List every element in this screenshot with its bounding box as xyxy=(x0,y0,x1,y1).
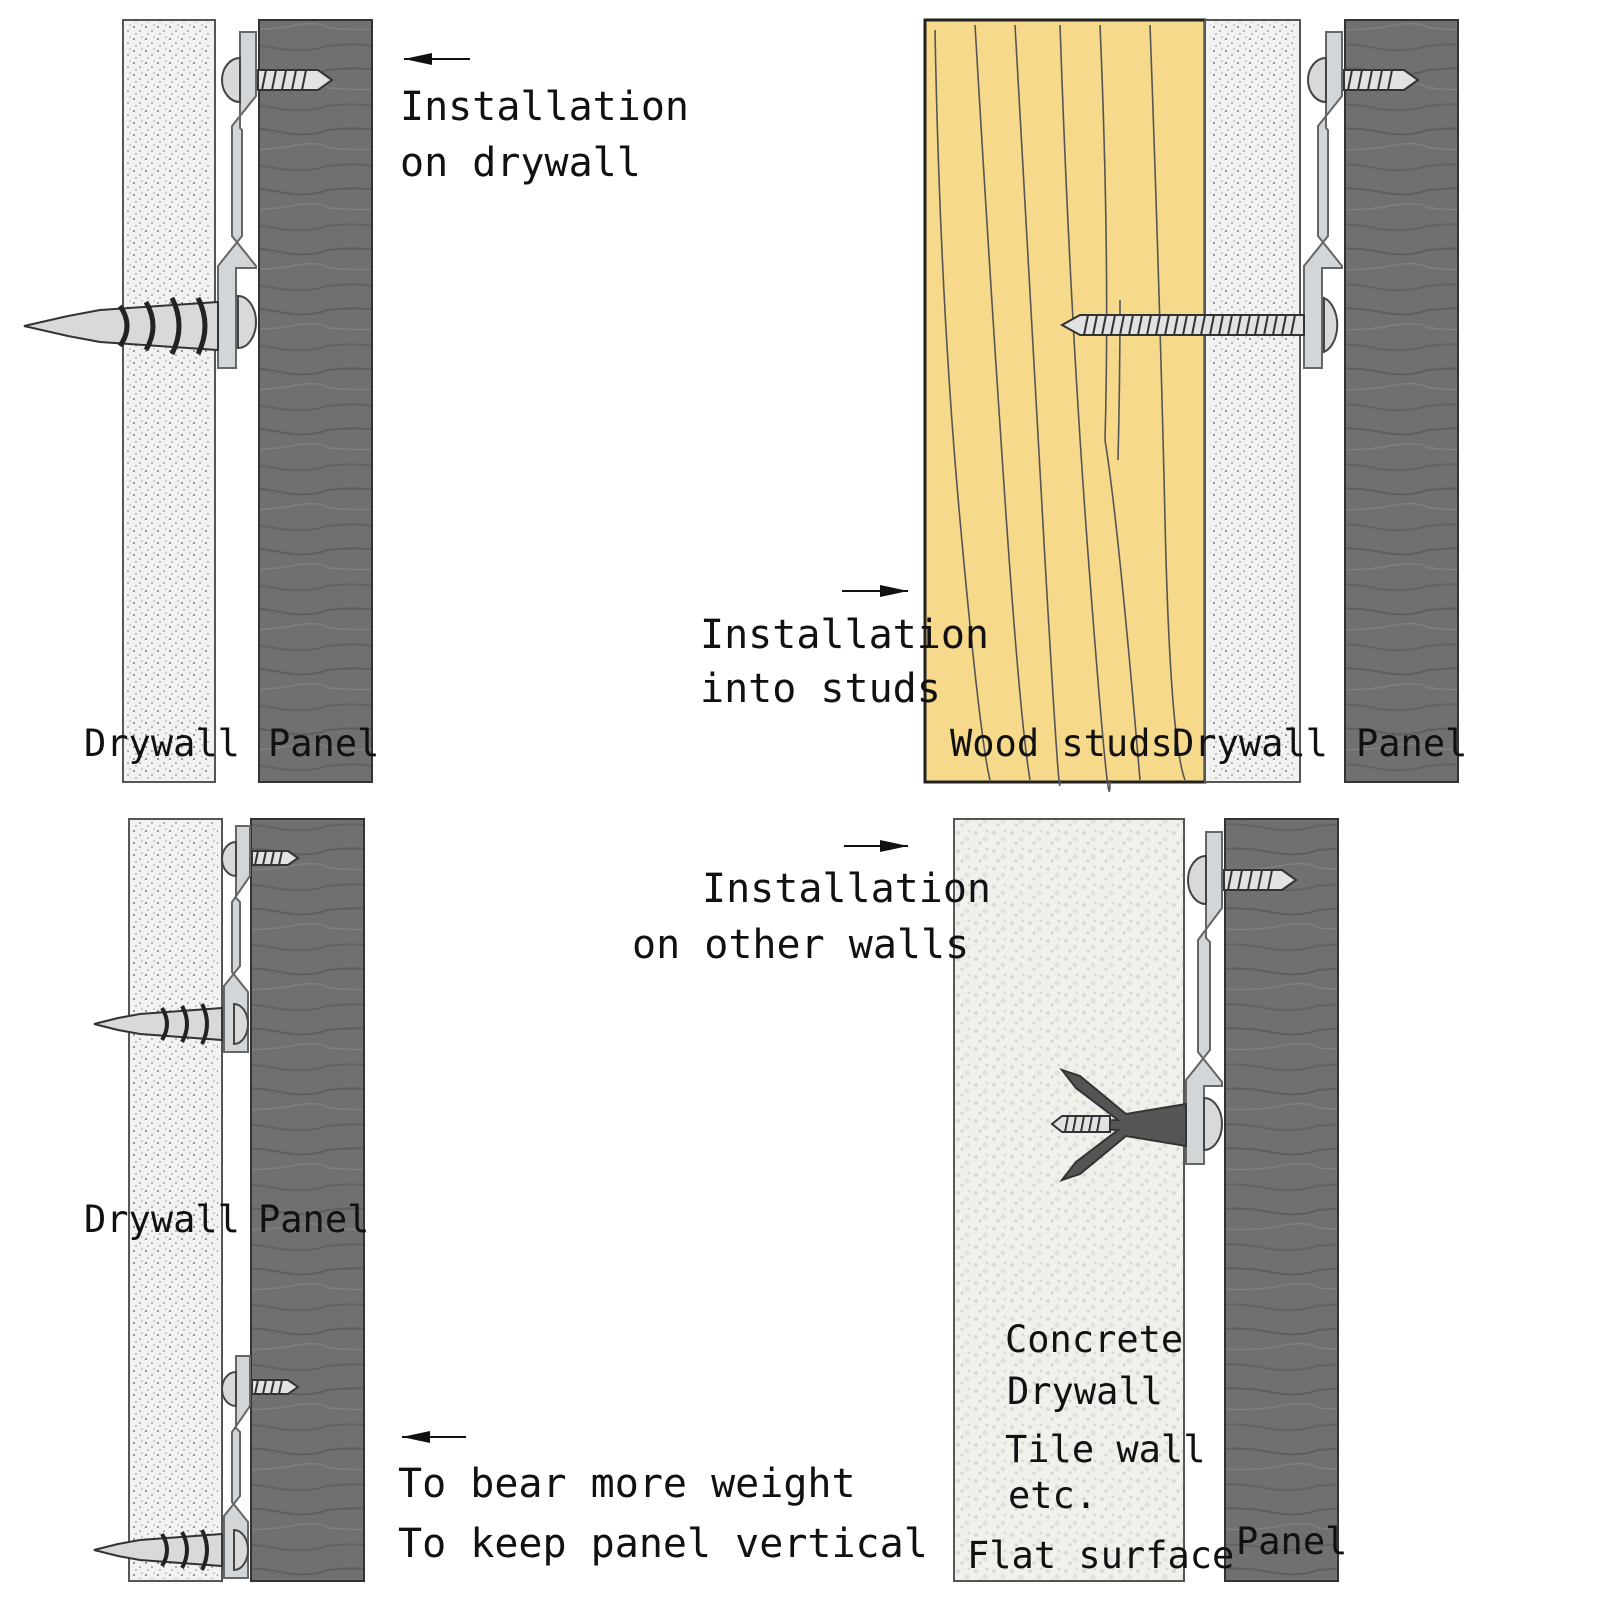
top-screw-icon xyxy=(221,840,300,878)
drywall-texture xyxy=(133,821,218,1579)
caption-line: Installation xyxy=(700,612,989,658)
wall-anchor-icon xyxy=(1050,1068,1223,1182)
panel-label: Panel xyxy=(268,722,379,765)
wood-screw-icon xyxy=(1059,296,1339,354)
caption-line: on drywall xyxy=(400,140,641,186)
drywall-texture xyxy=(1210,22,1296,780)
wood-stud xyxy=(923,18,1207,784)
arrow-right-icon xyxy=(844,840,908,852)
mounting-bracket xyxy=(1303,31,1343,369)
wall-panel xyxy=(258,19,373,783)
caption-line: To keep panel vertical xyxy=(398,1521,928,1567)
caption-line: into studs xyxy=(700,666,941,712)
top-screw-icon xyxy=(1307,56,1420,104)
caption-line: To bear more weight xyxy=(398,1461,856,1507)
surface-type-label: Tile wall xyxy=(1005,1428,1205,1471)
panel-drywall-install: Drywall Panel Installation on drywall xyxy=(23,19,689,783)
wall-panel xyxy=(250,818,365,1582)
mounting-bracket xyxy=(223,1355,251,1579)
wood-studs-label: Wood studs xyxy=(950,722,1173,765)
panel-more-weight: Drywall Panel To bear more weight To kee… xyxy=(84,818,928,1582)
panel-label: Panel xyxy=(258,1198,369,1241)
panel-label: Panel xyxy=(1236,1520,1347,1563)
arrow-right-icon xyxy=(842,585,908,597)
drywall-screw-icon xyxy=(93,1528,249,1572)
panel-label: Panel xyxy=(1356,722,1467,765)
surface-type-label: Drywall xyxy=(1007,1370,1163,1413)
surface-type-label: Concrete xyxy=(1005,1318,1183,1361)
wood-grain xyxy=(934,24,1186,793)
arrow-left-icon xyxy=(402,1431,466,1443)
concrete-wall xyxy=(953,818,1185,1582)
panel-studs-install: Wood studs Drywall Panel Installation in… xyxy=(700,18,1467,793)
panel-other-walls: Concrete Drywall Tile wall etc. Flat sur… xyxy=(632,818,1347,1582)
drywall-screw-icon xyxy=(23,294,257,356)
caption-line: Installation xyxy=(400,84,689,130)
wall-panel xyxy=(1344,19,1459,783)
mounting-bracket xyxy=(223,825,251,1053)
drywall-label: Drywall xyxy=(1172,722,1328,765)
wall-panel xyxy=(1224,818,1339,1582)
caption-line: on other walls xyxy=(632,922,969,968)
top-screw-icon xyxy=(1187,854,1298,906)
surface-type-label: etc. xyxy=(1008,1474,1097,1517)
arrow-left-icon xyxy=(404,53,470,65)
caption-line: Installation xyxy=(702,866,991,912)
drywall-label: Drywall xyxy=(84,722,240,765)
flat-surface-label: Flat surface xyxy=(967,1534,1234,1577)
top-screw-icon xyxy=(221,56,334,104)
drywall-screw-icon xyxy=(93,1002,249,1046)
mounting-bracket xyxy=(1185,831,1223,1165)
drywall-label: Drywall xyxy=(84,1198,240,1241)
top-screw-icon xyxy=(221,1370,300,1408)
mounting-bracket xyxy=(217,31,257,369)
drywall-texture xyxy=(127,22,211,780)
